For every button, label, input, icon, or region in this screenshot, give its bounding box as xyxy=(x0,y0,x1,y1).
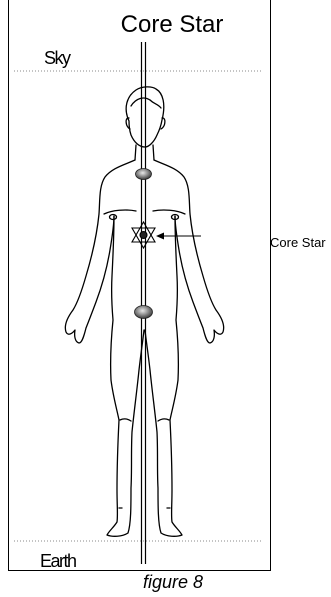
lower-gem xyxy=(135,306,153,319)
page-title: Core Star xyxy=(112,11,232,39)
sky-label: Sky xyxy=(44,48,70,69)
earth-label: Earth xyxy=(40,551,76,572)
figure-caption: figure 8 xyxy=(113,572,233,593)
core-star-label: Core Star xyxy=(270,235,326,250)
upper-gem xyxy=(136,169,152,180)
core-star-symbol xyxy=(132,222,155,248)
core-star-arrowhead xyxy=(156,233,164,240)
